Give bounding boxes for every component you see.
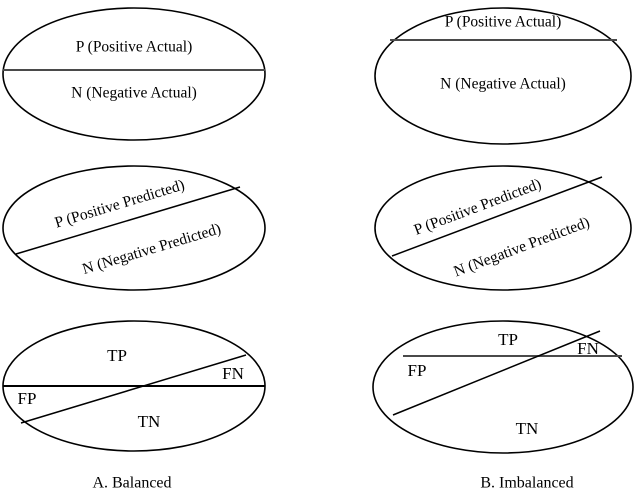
balanced-false-negative-label: FN (222, 364, 244, 383)
imbalanced-true-positive-label: TP (498, 330, 518, 349)
imbalanced-combined-group: TP FN FP TN (372, 320, 634, 454)
balanced-actual-positive-label: P (Positive Actual) (76, 39, 193, 56)
balanced-actual-negative-label: N (Negative Actual) (71, 85, 197, 102)
imbalanced-false-positive-label: FP (408, 361, 427, 380)
balanced-actual-group: P (Positive Actual) N (Negative Actual) (2, 7, 266, 141)
balanced-predicted-divider (15, 186, 241, 255)
balanced-combined-diagonal-divider (20, 354, 247, 424)
balanced-actual-ellipse (2, 7, 266, 141)
balanced-true-negative-label: TN (138, 412, 161, 431)
balanced-caption: A. Balanced (92, 475, 171, 492)
imbalanced-predicted-ellipse (374, 165, 632, 291)
imbalanced-combined-ellipse (372, 320, 634, 454)
imbalanced-predicted-divider (391, 176, 603, 257)
balanced-combined-group: TP FN FP TN (2, 320, 266, 452)
imbalanced-false-negative-label: FN (577, 339, 599, 358)
balanced-true-positive-label: TP (107, 346, 127, 365)
imbalanced-actual-ellipse (374, 7, 632, 145)
imbalanced-combined-diagonal-divider (392, 330, 601, 416)
balanced-predicted-ellipse (2, 165, 266, 291)
imbalanced-actual-group: P (Positive Actual) N (Negative Actual) (374, 7, 632, 145)
imbalanced-actual-negative-label: N (Negative Actual) (440, 76, 566, 93)
imbalanced-predicted-group: P (Positive Predicted) N (Negative Predi… (374, 165, 632, 291)
imbalanced-true-negative-label: TN (516, 419, 539, 438)
balanced-predicted-group: P (Positive Predicted) N (Negative Predi… (2, 165, 266, 291)
balanced-false-positive-label: FP (18, 389, 37, 408)
imbalanced-caption: B. Imbalanced (480, 475, 573, 492)
imbalanced-actual-positive-label: P (Positive Actual) (445, 14, 562, 31)
